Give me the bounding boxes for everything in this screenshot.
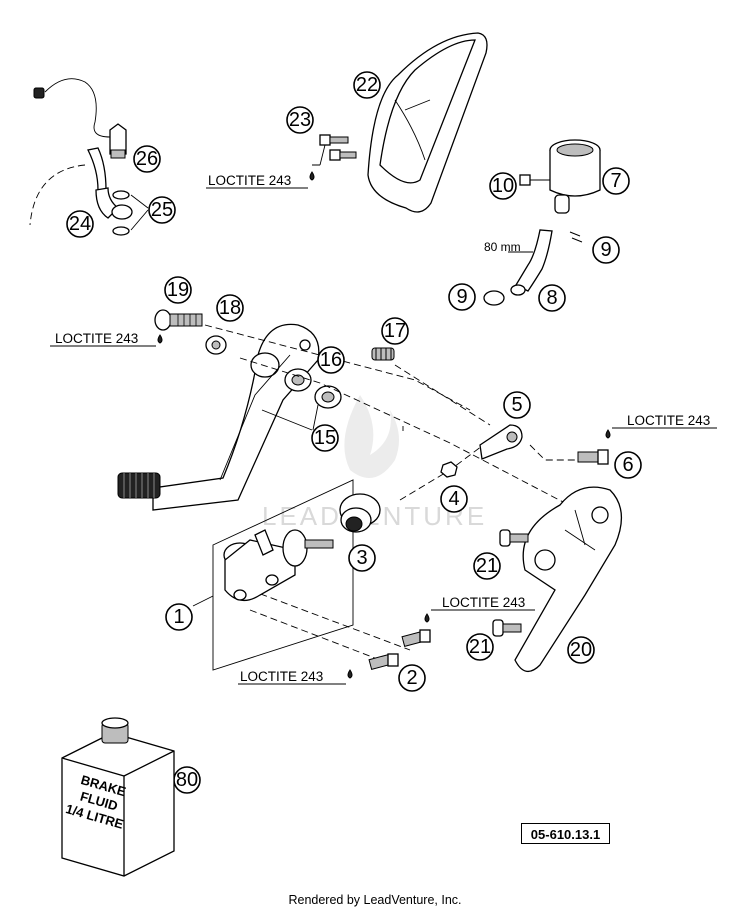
- svg-text:25: 25: [151, 199, 173, 221]
- cylinder-bolts: [368, 629, 431, 671]
- loctite-label: LOCTITE 243: [55, 331, 138, 346]
- callout-leaders: [192, 426, 404, 607]
- brake-fluid-bottle: BRAKE FLUID 1/4 LITRE: [61, 717, 175, 877]
- svg-text:22: 22: [356, 74, 378, 96]
- loctite-label: LOCTITE 243: [442, 595, 525, 610]
- dust-boot: [339, 493, 381, 533]
- svg-text:1: 1: [173, 606, 184, 628]
- callout-25: 25: [148, 196, 176, 224]
- callout-3: 3: [348, 544, 376, 572]
- svg-text:8: 8: [546, 287, 557, 309]
- master-cylinder: [212, 479, 354, 671]
- svg-text:3: 3: [356, 547, 367, 569]
- svg-text:2: 2: [406, 667, 417, 689]
- svg-text:21: 21: [476, 555, 498, 577]
- callout-16: 16: [317, 346, 345, 374]
- callout-19: 19: [164, 276, 192, 304]
- footer-credit: Rendered by LeadVenture, Inc.: [288, 893, 462, 907]
- callout-6: 6: [614, 451, 642, 479]
- callout-20: 20: [567, 636, 595, 664]
- callout-21: 21: [473, 552, 501, 580]
- svg-text:21: 21: [469, 636, 491, 658]
- callout-26: 26: [133, 145, 161, 173]
- svg-text:20: 20: [570, 639, 592, 661]
- callout-1: 1: [165, 603, 193, 631]
- callout-2: 2: [398, 664, 426, 692]
- svg-text:6: 6: [622, 454, 633, 476]
- callout-4: 4: [440, 485, 468, 513]
- callout-5: 5: [503, 391, 531, 419]
- callout-24: 24: [66, 210, 94, 238]
- heel-guard-bolts: [312, 134, 357, 166]
- callout-23: 23: [286, 106, 314, 134]
- reservoir-hose: [483, 229, 583, 306]
- svg-text:9: 9: [600, 239, 611, 261]
- return-spring: [371, 347, 395, 361]
- svg-text:26: 26: [136, 148, 158, 170]
- callout-22: 22: [353, 71, 381, 99]
- brake-fluid-reservoir: [519, 139, 601, 214]
- clevis: [440, 424, 523, 478]
- svg-text:15: 15: [314, 427, 336, 449]
- svg-text:80: 80: [176, 769, 198, 791]
- svg-text:9: 9: [456, 286, 467, 308]
- callout-17: 17: [381, 317, 409, 345]
- callout-80: 80: [173, 766, 201, 794]
- svg-text:23: 23: [289, 109, 311, 131]
- loctite-label: LOCTITE 243: [627, 413, 710, 428]
- callout-7: 7: [602, 167, 630, 195]
- callout-9: 9: [592, 236, 620, 264]
- svg-text:17: 17: [384, 320, 406, 342]
- footrest-bracket: [492, 486, 622, 672]
- diagram-reference-code: 05-610.13.1: [521, 823, 610, 844]
- brake-light-switch-assembly: [29, 78, 149, 236]
- svg-text:10: 10: [492, 175, 514, 197]
- callout-8: 8: [538, 284, 566, 312]
- callout-15: 15: [311, 424, 339, 452]
- loctite-labels: LOCTITE 243 LOCTITE 243 LOCTITE 243 LOCT…: [50, 173, 717, 685]
- svg-text:19: 19: [167, 279, 189, 301]
- loctite-label: LOCTITE 243: [208, 173, 291, 188]
- svg-text:18: 18: [219, 297, 241, 319]
- svg-text:5: 5: [511, 394, 522, 416]
- callout-10: 10: [489, 172, 517, 200]
- bolt-6: [577, 449, 609, 465]
- pedal-bearings: [261, 368, 342, 431]
- svg-text:4: 4: [448, 488, 459, 510]
- svg-text:7: 7: [610, 170, 621, 192]
- callout-18: 18: [216, 294, 244, 322]
- heel-guard: [367, 32, 488, 213]
- svg-text:24: 24: [69, 213, 91, 235]
- loctite-label: LOCTITE 243: [240, 669, 323, 684]
- dimension-label: 80 mm: [484, 240, 521, 254]
- foot-brake-lever: [117, 323, 320, 511]
- loctite-drops: [157, 171, 611, 679]
- callout-9: 9: [448, 283, 476, 311]
- pedal-washer-bolt: [154, 309, 227, 355]
- svg-text:16: 16: [320, 349, 342, 371]
- callout-21: 21: [466, 633, 494, 661]
